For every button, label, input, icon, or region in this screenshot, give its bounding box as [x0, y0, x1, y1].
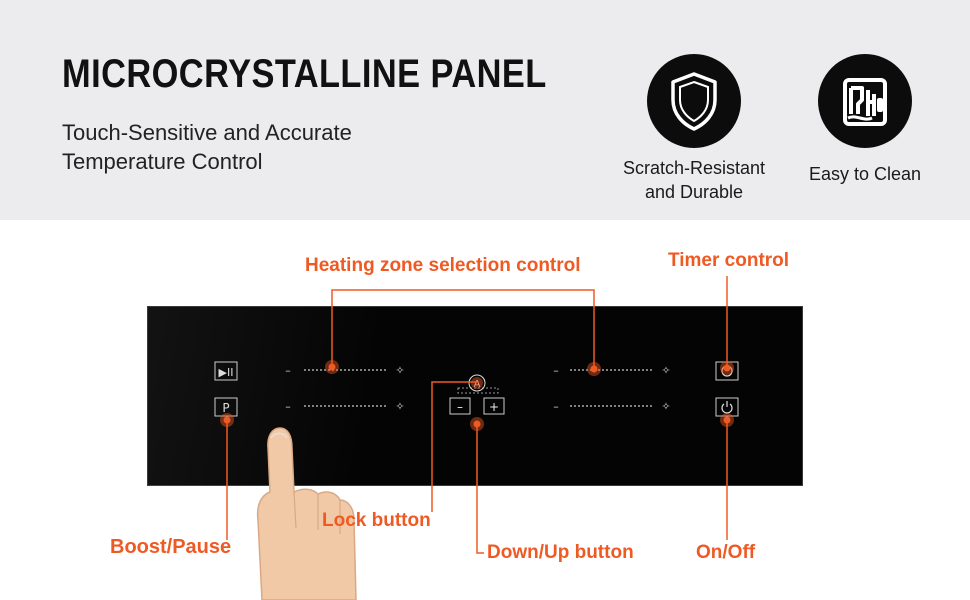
left-zone-slider-bottom[interactable]: – ✧ [285, 400, 404, 413]
subtitle-line-1: Touch-Sensitive and Accurate [62, 120, 352, 145]
power-key[interactable] [715, 397, 739, 417]
svg-text:✧: ✧ [395, 364, 404, 377]
pointing-hand-icon [256, 427, 357, 600]
annotation-lock: Lock button [322, 510, 431, 531]
subtitle: Touch-Sensitive and Accurate Temperature… [62, 118, 352, 176]
minus-symbol: – [457, 400, 463, 414]
panel-glass-reflection [148, 307, 804, 487]
power-icon [721, 401, 733, 414]
feature-label-line-2: and Durable [644, 182, 744, 202]
feature-easy-to-clean: Easy to Clean [800, 54, 930, 186]
svg-text:–: – [285, 364, 291, 377]
shield-icon [647, 54, 741, 148]
boost-pause-key[interactable]: ▶II [214, 361, 238, 381]
svg-text:✧: ✧ [661, 364, 670, 377]
lock-symbol: A [474, 379, 481, 390]
cleaning-icon [818, 54, 912, 148]
feature-label-line-1: Scratch-Resistant [622, 158, 766, 178]
svg-text:✧: ✧ [395, 400, 404, 413]
plus-symbol: + [489, 400, 499, 414]
boost-pause-symbol: ▶II [219, 366, 234, 379]
feature-scratch-resistant: Scratch-Resistant and Durable [604, 54, 784, 204]
annotation-boost-pause: Boost/Pause [110, 536, 232, 558]
callout-lines [226, 276, 728, 554]
svg-text:✧: ✧ [661, 400, 670, 413]
pause-symbol: P [222, 401, 229, 415]
subtitle-line-2: Temperature Control [62, 149, 263, 174]
svg-text:–: – [553, 364, 559, 377]
minus-key[interactable]: – [449, 397, 471, 415]
lock-key[interactable]: A [468, 374, 486, 392]
feature-label: Easy to Clean [808, 164, 922, 184]
left-zone-slider-top[interactable]: – ✧ [285, 364, 404, 377]
annotation-on-off: On/Off [696, 542, 756, 563]
pause-key[interactable]: P [214, 397, 238, 417]
feature-label: Scratch-Resistant and Durable [604, 156, 784, 204]
annotation-timer: Timer control [668, 250, 790, 271]
svg-text:–: – [285, 400, 291, 413]
lock-indicator-frame [457, 387, 499, 394]
annotation-down-up: Down/Up button [487, 542, 634, 563]
callout-markers [220, 360, 734, 431]
induction-control-panel [147, 306, 804, 487]
annotation-heating-zone: Heating zone selection control [305, 255, 581, 276]
header-banner: MICROCRYSTALLINE PANEL Touch-Sensitive a… [0, 0, 970, 220]
page-title: MICROCRYSTALLINE PANEL [62, 52, 547, 96]
plus-key[interactable]: + [483, 397, 505, 415]
svg-text:–: – [553, 400, 559, 413]
right-zone-slider-top[interactable]: – ✧ [553, 364, 670, 377]
right-zone-slider-bottom[interactable]: – ✧ [553, 400, 670, 413]
